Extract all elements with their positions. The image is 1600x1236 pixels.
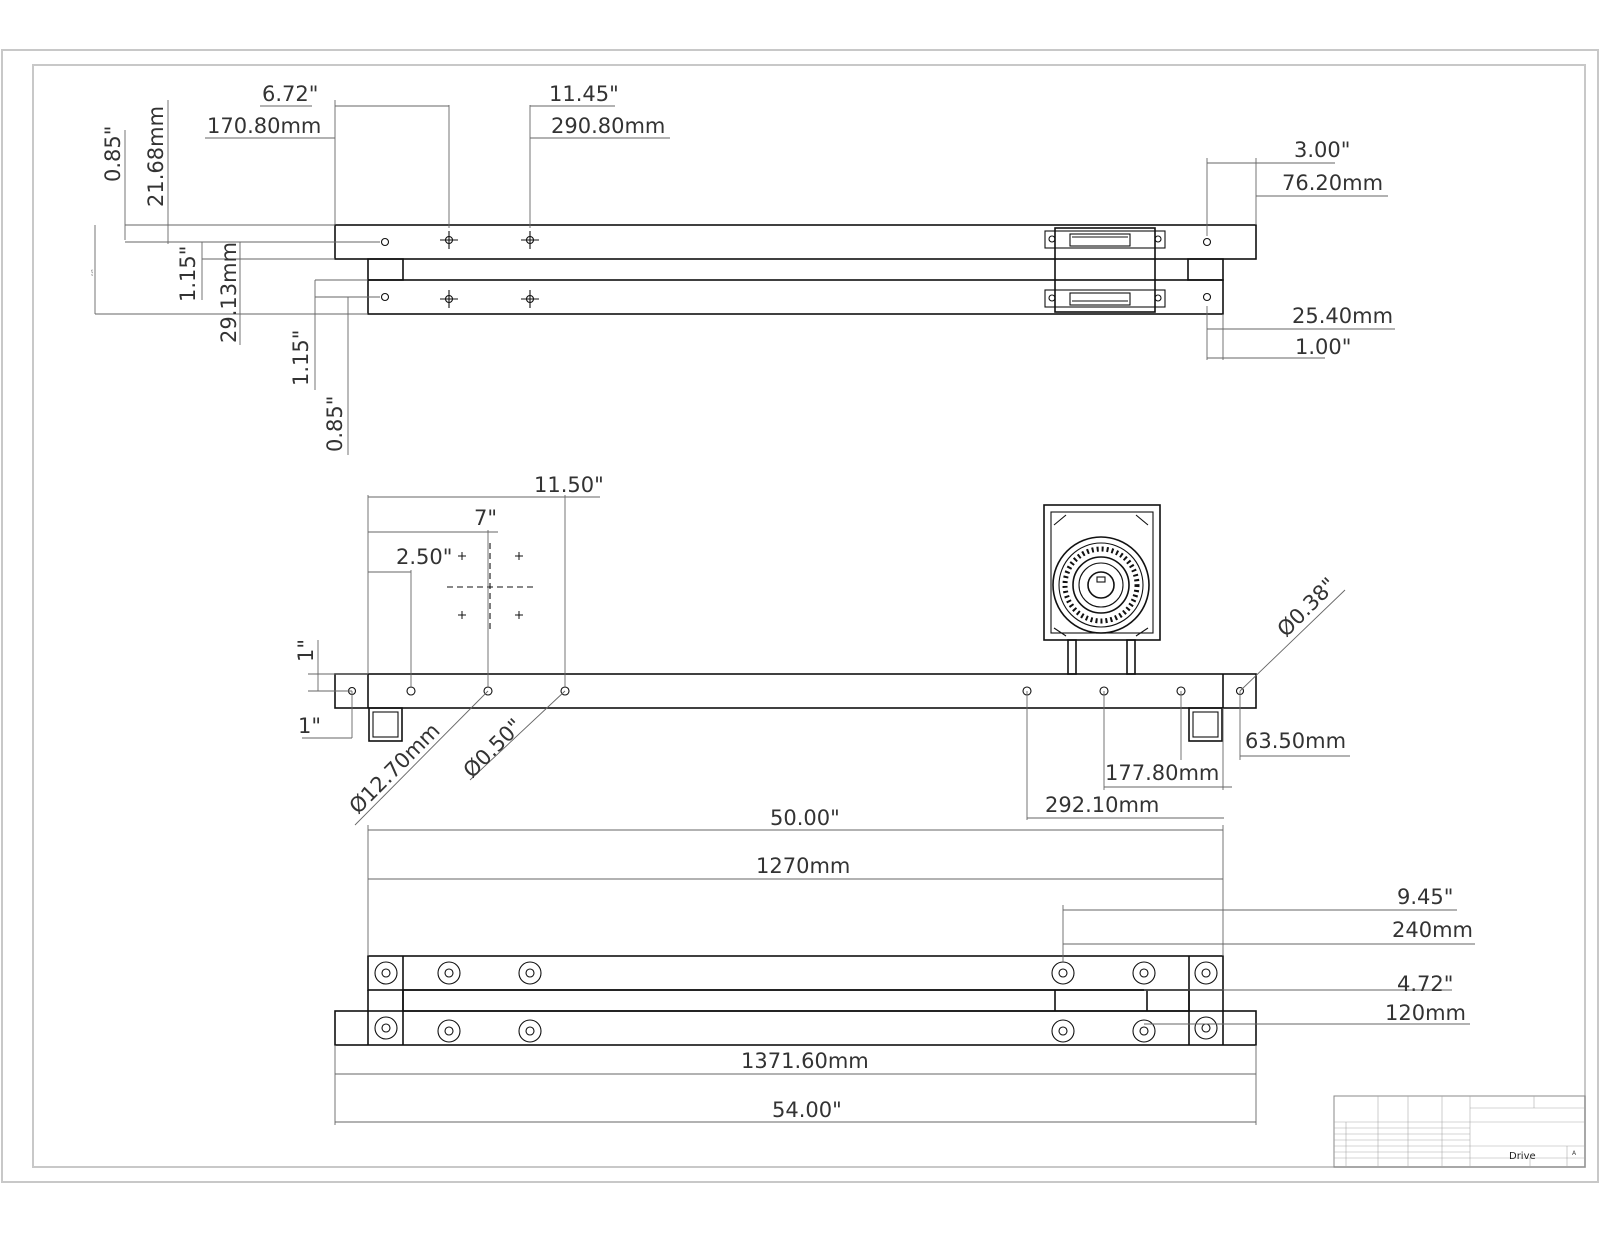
dim-1-15-in-upper: 1.15" [176, 246, 200, 302]
dim-3-00-in: 3.00" [1294, 138, 1350, 162]
dim-dia-0-50-in: Ø0.50" [459, 714, 528, 783]
dim-dia-0-38-in: Ø0.38" [1273, 573, 1342, 642]
dim-dia-12-70-mm: Ø12.70mm [345, 718, 445, 818]
dim-1371-60-mm: 1371.60mm [741, 1049, 869, 1073]
dim-6-72-in: 6.72" [262, 82, 318, 106]
dim-7-in: 7" [474, 506, 497, 530]
title-block-size: A [1572, 1150, 1577, 1157]
dim-1-in-vertical: 1" [294, 639, 318, 662]
title-block: Drive A [1333, 1095, 1586, 1168]
dim-290-80-mm: 290.80mm [551, 114, 665, 138]
inner-drawing-border [32, 64, 1586, 1168]
dim-4-72-in: 4.72" [1397, 972, 1453, 996]
dim-292-10-mm: 292.10mm [1045, 793, 1159, 817]
dim-177-80-mm: 177.80mm [1105, 761, 1219, 785]
hole-pattern [447, 543, 535, 630]
dim-21-68-mm: 21.68mm [144, 106, 168, 207]
title-block-drawing-title: Drive [1509, 1151, 1536, 1162]
dim-25-40-mm: 25.40mm [1292, 304, 1393, 328]
dim-50-00-in: 50.00" [770, 806, 840, 830]
dim-11-50-in: 11.50" [534, 473, 604, 497]
dim-29-13-mm: 29.13mm [217, 242, 241, 343]
dim-120-mm: 120mm [1385, 1001, 1466, 1025]
dim-1-in-horizontal: 1" [298, 714, 321, 738]
dim-small-label: 2.25 [90, 269, 94, 276]
front-view [302, 495, 1350, 826]
dim-1-00-in: 1.00" [1295, 335, 1351, 359]
dim-2-50-in: 2.50" [396, 545, 452, 569]
dim-76-20-mm: 76.20mm [1282, 171, 1383, 195]
dim-170-80-mm: 170.80mm [207, 114, 321, 138]
dim-1-15-in-lower: 1.15" [289, 330, 313, 386]
dim-54-00-in: 54.00" [772, 1098, 842, 1122]
bottom-view [334, 825, 1475, 1125]
dim-0-85-in-top: 0.85" [101, 126, 125, 182]
dim-9-45-in: 9.45" [1397, 885, 1453, 909]
gearbox-motor [1043, 504, 1161, 675]
dim-63-50-mm: 63.50mm [1245, 729, 1346, 753]
dim-0-85-in-lower: 0.85" [323, 396, 347, 452]
dim-11-45-in: 11.45" [549, 82, 619, 106]
dim-240-mm: 240mm [1392, 918, 1473, 942]
dim-1270-mm: 1270mm [756, 854, 850, 878]
outer-sheet-border [1, 49, 1599, 1183]
top-view [94, 100, 1395, 455]
